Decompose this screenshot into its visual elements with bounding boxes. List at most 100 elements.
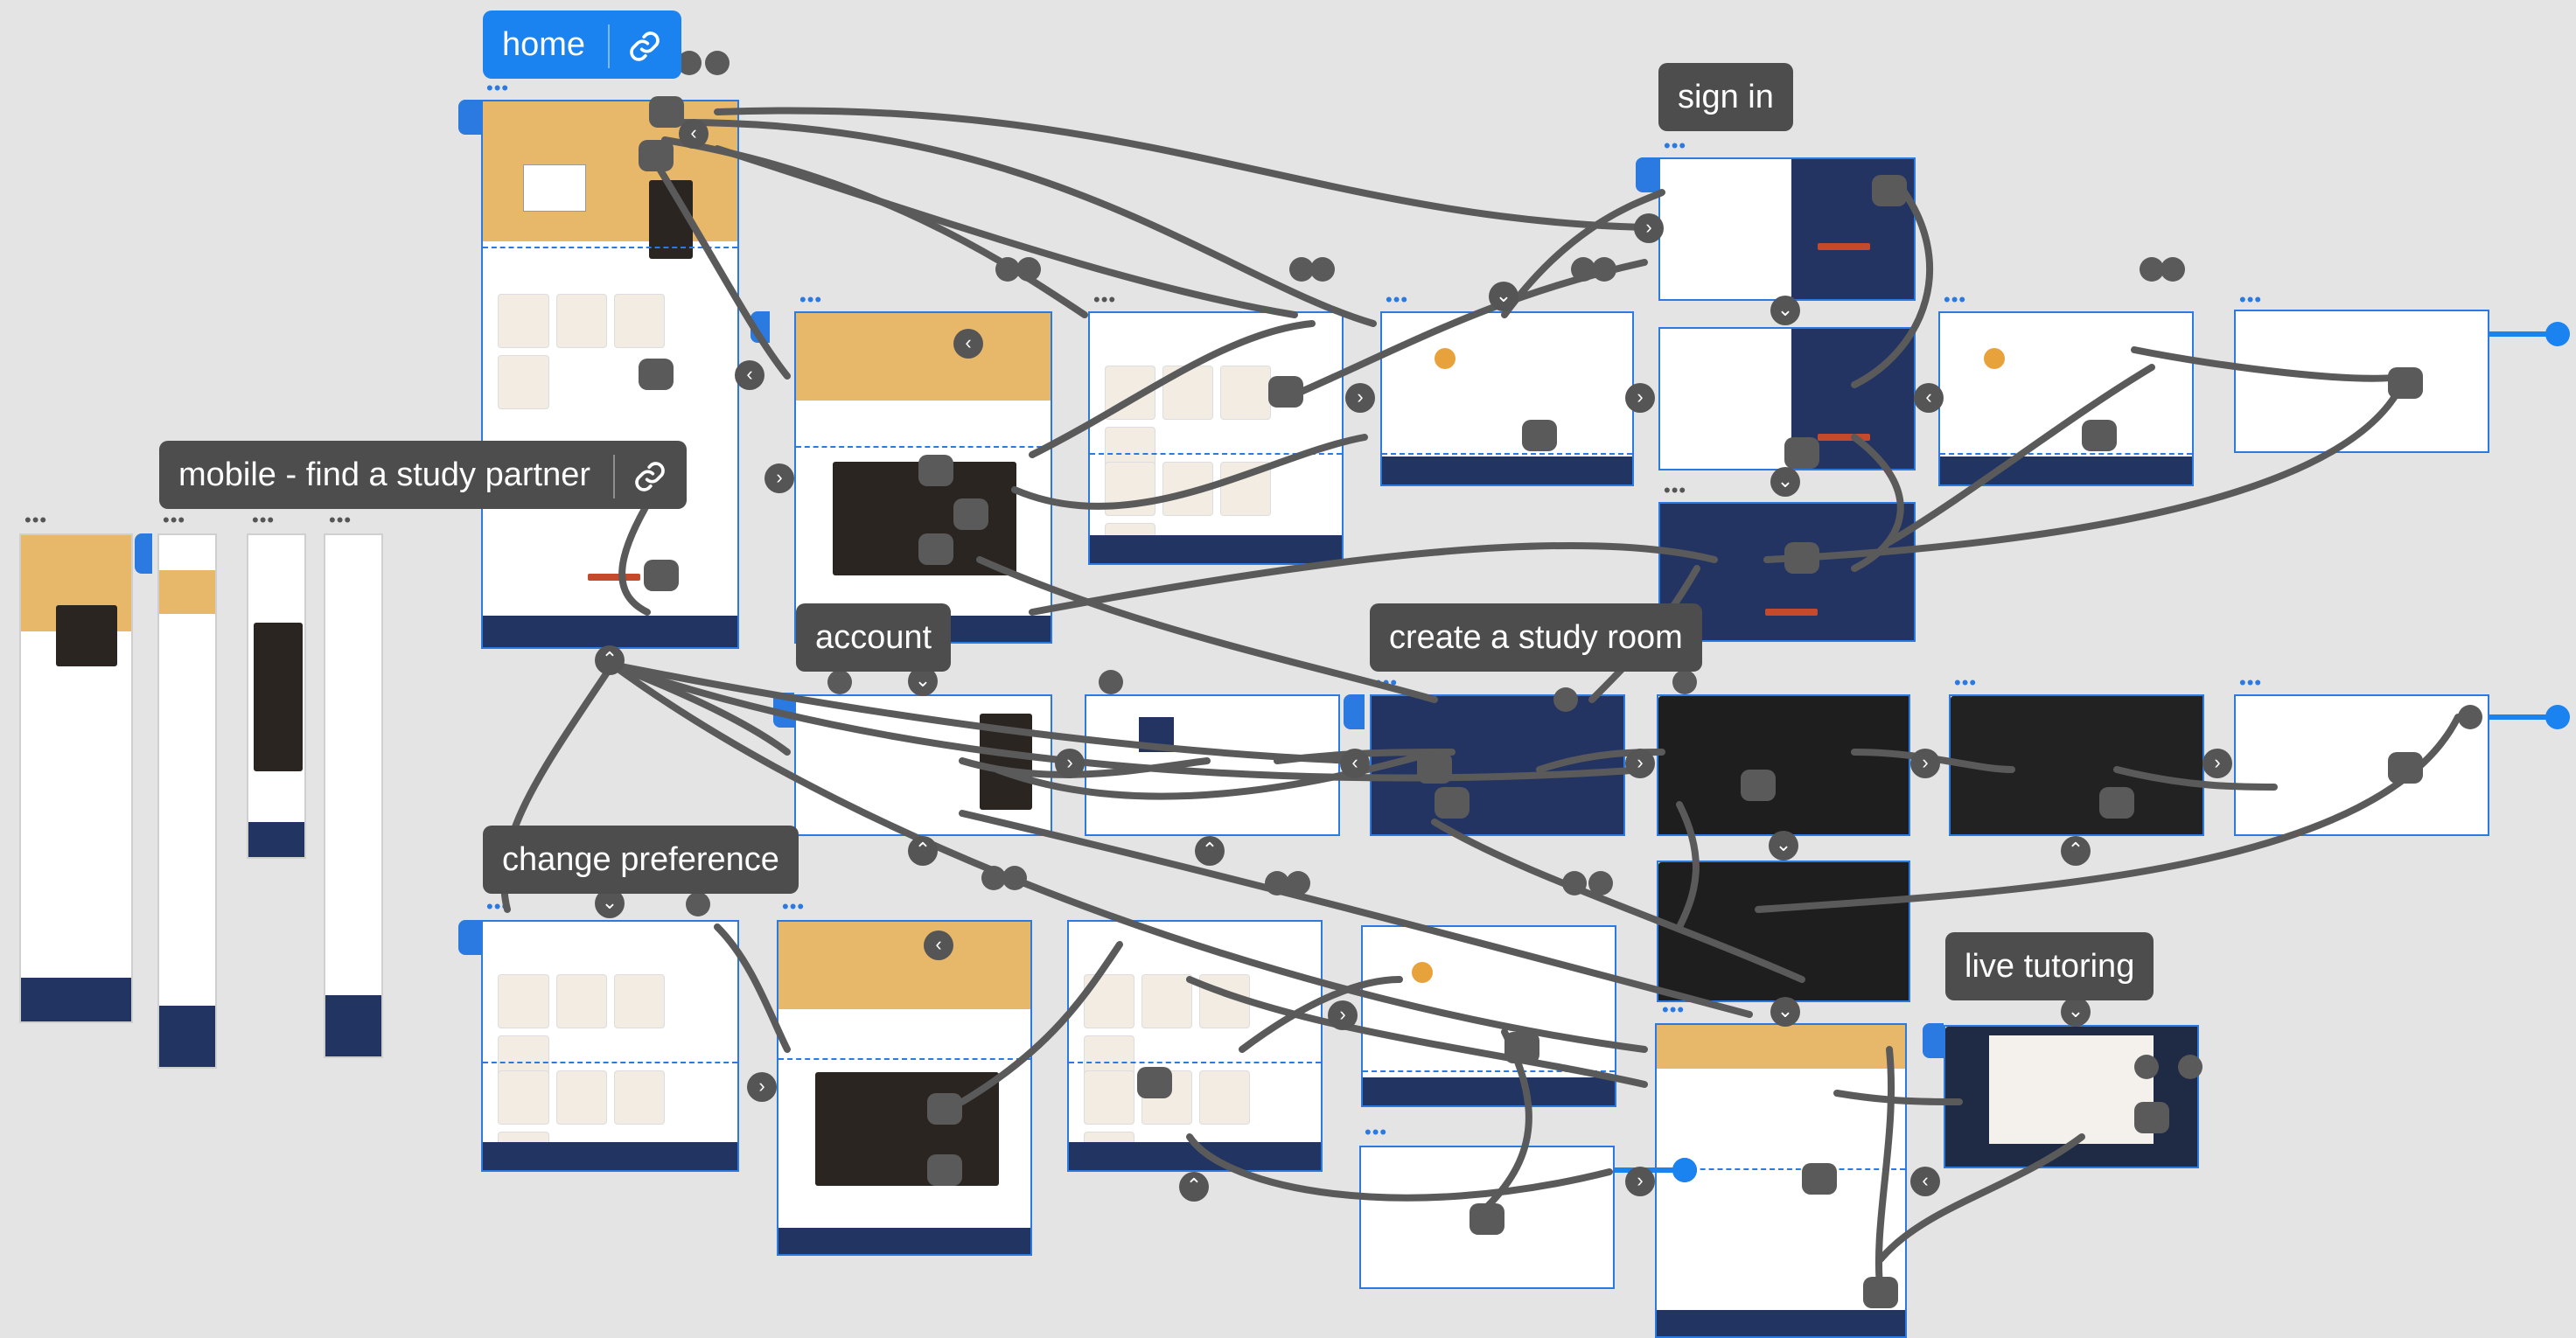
frame-sign-in[interactable] bbox=[1658, 157, 1916, 301]
frame-sign-up[interactable] bbox=[1658, 327, 1916, 470]
frame-change-preference-form[interactable] bbox=[777, 920, 1032, 1256]
frame-profile-saved[interactable] bbox=[1938, 311, 2194, 486]
wire-cap bbox=[1289, 257, 1314, 282]
frame-options-icon[interactable]: ••• bbox=[1954, 672, 1978, 693]
chevron-down-icon[interactable]: ⌄ bbox=[1770, 467, 1800, 497]
chevron-right-icon[interactable]: › bbox=[1634, 213, 1664, 243]
frame-options-icon[interactable]: ••• bbox=[486, 77, 510, 99]
frame-options-icon[interactable]: ••• bbox=[1375, 672, 1399, 693]
chevron-right-icon[interactable]: › bbox=[1055, 749, 1085, 778]
flow-start-flag[interactable] bbox=[1636, 157, 1658, 192]
frame-study-room[interactable] bbox=[1657, 694, 1910, 836]
chevron-right-icon[interactable]: › bbox=[1625, 749, 1655, 778]
frame-request-confirmation[interactable] bbox=[1359, 1146, 1615, 1289]
frame-options-icon[interactable]: ••• bbox=[2239, 289, 2263, 310]
frame-updated-profile[interactable] bbox=[1361, 925, 1616, 1107]
frame-options-icon[interactable]: ••• bbox=[1093, 289, 1117, 310]
frame-options-icon[interactable]: ••• bbox=[1664, 479, 1687, 501]
frame-mobile-results[interactable] bbox=[324, 533, 383, 1058]
flow-label-sign-in[interactable]: sign in bbox=[1658, 63, 1793, 131]
frame-options-icon[interactable]: ••• bbox=[1662, 999, 1686, 1021]
frame-mobile-preferences[interactable] bbox=[247, 533, 306, 859]
frame-live-tutoring[interactable] bbox=[1655, 1023, 1907, 1338]
chevron-up-icon[interactable]: ⌃ bbox=[1195, 836, 1225, 866]
frame-options-icon[interactable]: ••• bbox=[1386, 289, 1409, 310]
frame-invite-modal[interactable] bbox=[1949, 694, 2204, 836]
wire-cap bbox=[705, 51, 730, 75]
frame-options-icon[interactable]: ••• bbox=[1944, 289, 1967, 310]
frame-options-icon[interactable]: ••• bbox=[252, 509, 276, 531]
flow-label-change-preference[interactable]: change preference bbox=[483, 826, 799, 894]
frame-options-icon[interactable]: ••• bbox=[329, 509, 353, 531]
frame-options-icon[interactable]: ••• bbox=[782, 895, 806, 917]
chevron-down-icon[interactable]: ⌄ bbox=[1769, 831, 1798, 861]
chevron-right-icon[interactable]: › bbox=[2203, 749, 2232, 778]
frame-options-icon[interactable]: ••• bbox=[799, 289, 823, 310]
chevron-right-icon[interactable]: › bbox=[1625, 1167, 1655, 1196]
wire-cap bbox=[981, 866, 1006, 890]
wire-cap bbox=[1016, 257, 1041, 282]
frame-options-icon[interactable]: ••• bbox=[24, 509, 48, 531]
flow-start-flag[interactable] bbox=[135, 533, 152, 574]
frame-account[interactable] bbox=[794, 694, 1052, 836]
chevron-down-icon[interactable]: ⌄ bbox=[1489, 282, 1518, 311]
flow-start-flag[interactable] bbox=[458, 100, 481, 135]
flow-start-flag[interactable] bbox=[750, 311, 770, 343]
frame-tutoring-session[interactable] bbox=[1944, 1025, 2199, 1168]
flow-label-live-tutoring[interactable]: live tutoring bbox=[1945, 932, 2154, 1000]
frame-account-sessions[interactable] bbox=[1085, 694, 1340, 836]
chevron-left-icon[interactable]: ‹ bbox=[953, 329, 983, 359]
flow-start-flag[interactable] bbox=[1344, 694, 1365, 729]
chevron-left-icon[interactable]: ‹ bbox=[679, 119, 709, 149]
flow-label-create-study-room[interactable]: create a study room bbox=[1370, 603, 1702, 672]
frame-options-icon[interactable]: ••• bbox=[163, 509, 186, 531]
chevron-left-icon[interactable]: ‹ bbox=[1910, 1167, 1940, 1196]
link-icon[interactable] bbox=[627, 29, 662, 64]
frame-partner-results[interactable] bbox=[1088, 311, 1344, 565]
chevron-left-icon[interactable]: ‹ bbox=[1340, 749, 1370, 778]
chevron-right-icon[interactable]: › bbox=[1328, 1000, 1358, 1030]
chevron-left-icon[interactable]: ‹ bbox=[1914, 383, 1944, 413]
flow-start-flag[interactable] bbox=[458, 920, 481, 955]
frame-study-room-chat[interactable] bbox=[1657, 861, 1910, 1002]
wire-profile-signin bbox=[1501, 189, 1665, 318]
chevron-up-icon[interactable]: ⌃ bbox=[595, 645, 625, 675]
chevron-down-icon[interactable]: ⌄ bbox=[1770, 296, 1800, 325]
chevron-right-icon[interactable]: › bbox=[1345, 383, 1375, 413]
frame-partner-profile[interactable] bbox=[1380, 311, 1634, 486]
flow-start-flag[interactable] bbox=[1923, 1023, 1944, 1058]
frame-options-icon[interactable]: ••• bbox=[1664, 135, 1687, 157]
flow-endpoint bbox=[2545, 322, 2570, 346]
chevron-down-icon[interactable]: ⌄ bbox=[1770, 997, 1800, 1027]
frame-mobile-home[interactable] bbox=[19, 533, 133, 1023]
wire-cap bbox=[1562, 871, 1587, 895]
chevron-up-icon[interactable]: ⌃ bbox=[2061, 836, 2091, 866]
frame-create-room[interactable] bbox=[1370, 694, 1625, 836]
chevron-left-icon[interactable]: ‹ bbox=[735, 360, 764, 390]
frame-options-icon[interactable]: ••• bbox=[486, 895, 510, 917]
flow-label-mobile-find-partner[interactable]: mobile - find a study partner bbox=[159, 441, 688, 509]
frame-find-partner[interactable] bbox=[794, 311, 1052, 644]
chevron-up-icon[interactable]: ⌃ bbox=[1179, 1172, 1209, 1202]
flow-label-home[interactable]: home bbox=[483, 10, 682, 79]
chevron-up-icon[interactable]: ⌃ bbox=[908, 836, 938, 866]
frame-options-icon[interactable]: ••• bbox=[1365, 1121, 1388, 1143]
flow-start-flag[interactable] bbox=[773, 693, 794, 728]
frame-options-icon[interactable]: ••• bbox=[2239, 672, 2263, 693]
frame-invite-sent[interactable] bbox=[2234, 694, 2489, 836]
flow-label-text: live tutoring bbox=[1965, 948, 2135, 985]
chevron-right-icon[interactable]: › bbox=[764, 463, 794, 493]
chevron-right-icon[interactable]: › bbox=[747, 1072, 777, 1102]
chevron-right-icon[interactable]: › bbox=[1625, 383, 1655, 413]
frame-home[interactable] bbox=[481, 100, 739, 649]
chevron-right-icon[interactable]: › bbox=[1910, 749, 1940, 778]
frame-change-preference-results[interactable] bbox=[481, 920, 739, 1172]
frame-updated-results[interactable] bbox=[1067, 920, 1323, 1172]
flow-label-account[interactable]: account bbox=[796, 603, 952, 672]
frame-request-sent[interactable] bbox=[2234, 310, 2489, 453]
chevron-down-icon[interactable]: ⌄ bbox=[2061, 997, 2091, 1027]
link-icon[interactable] bbox=[632, 459, 667, 494]
chevron-left-icon[interactable]: ‹ bbox=[924, 930, 953, 960]
frame-mobile-find-partner[interactable] bbox=[157, 533, 217, 1069]
